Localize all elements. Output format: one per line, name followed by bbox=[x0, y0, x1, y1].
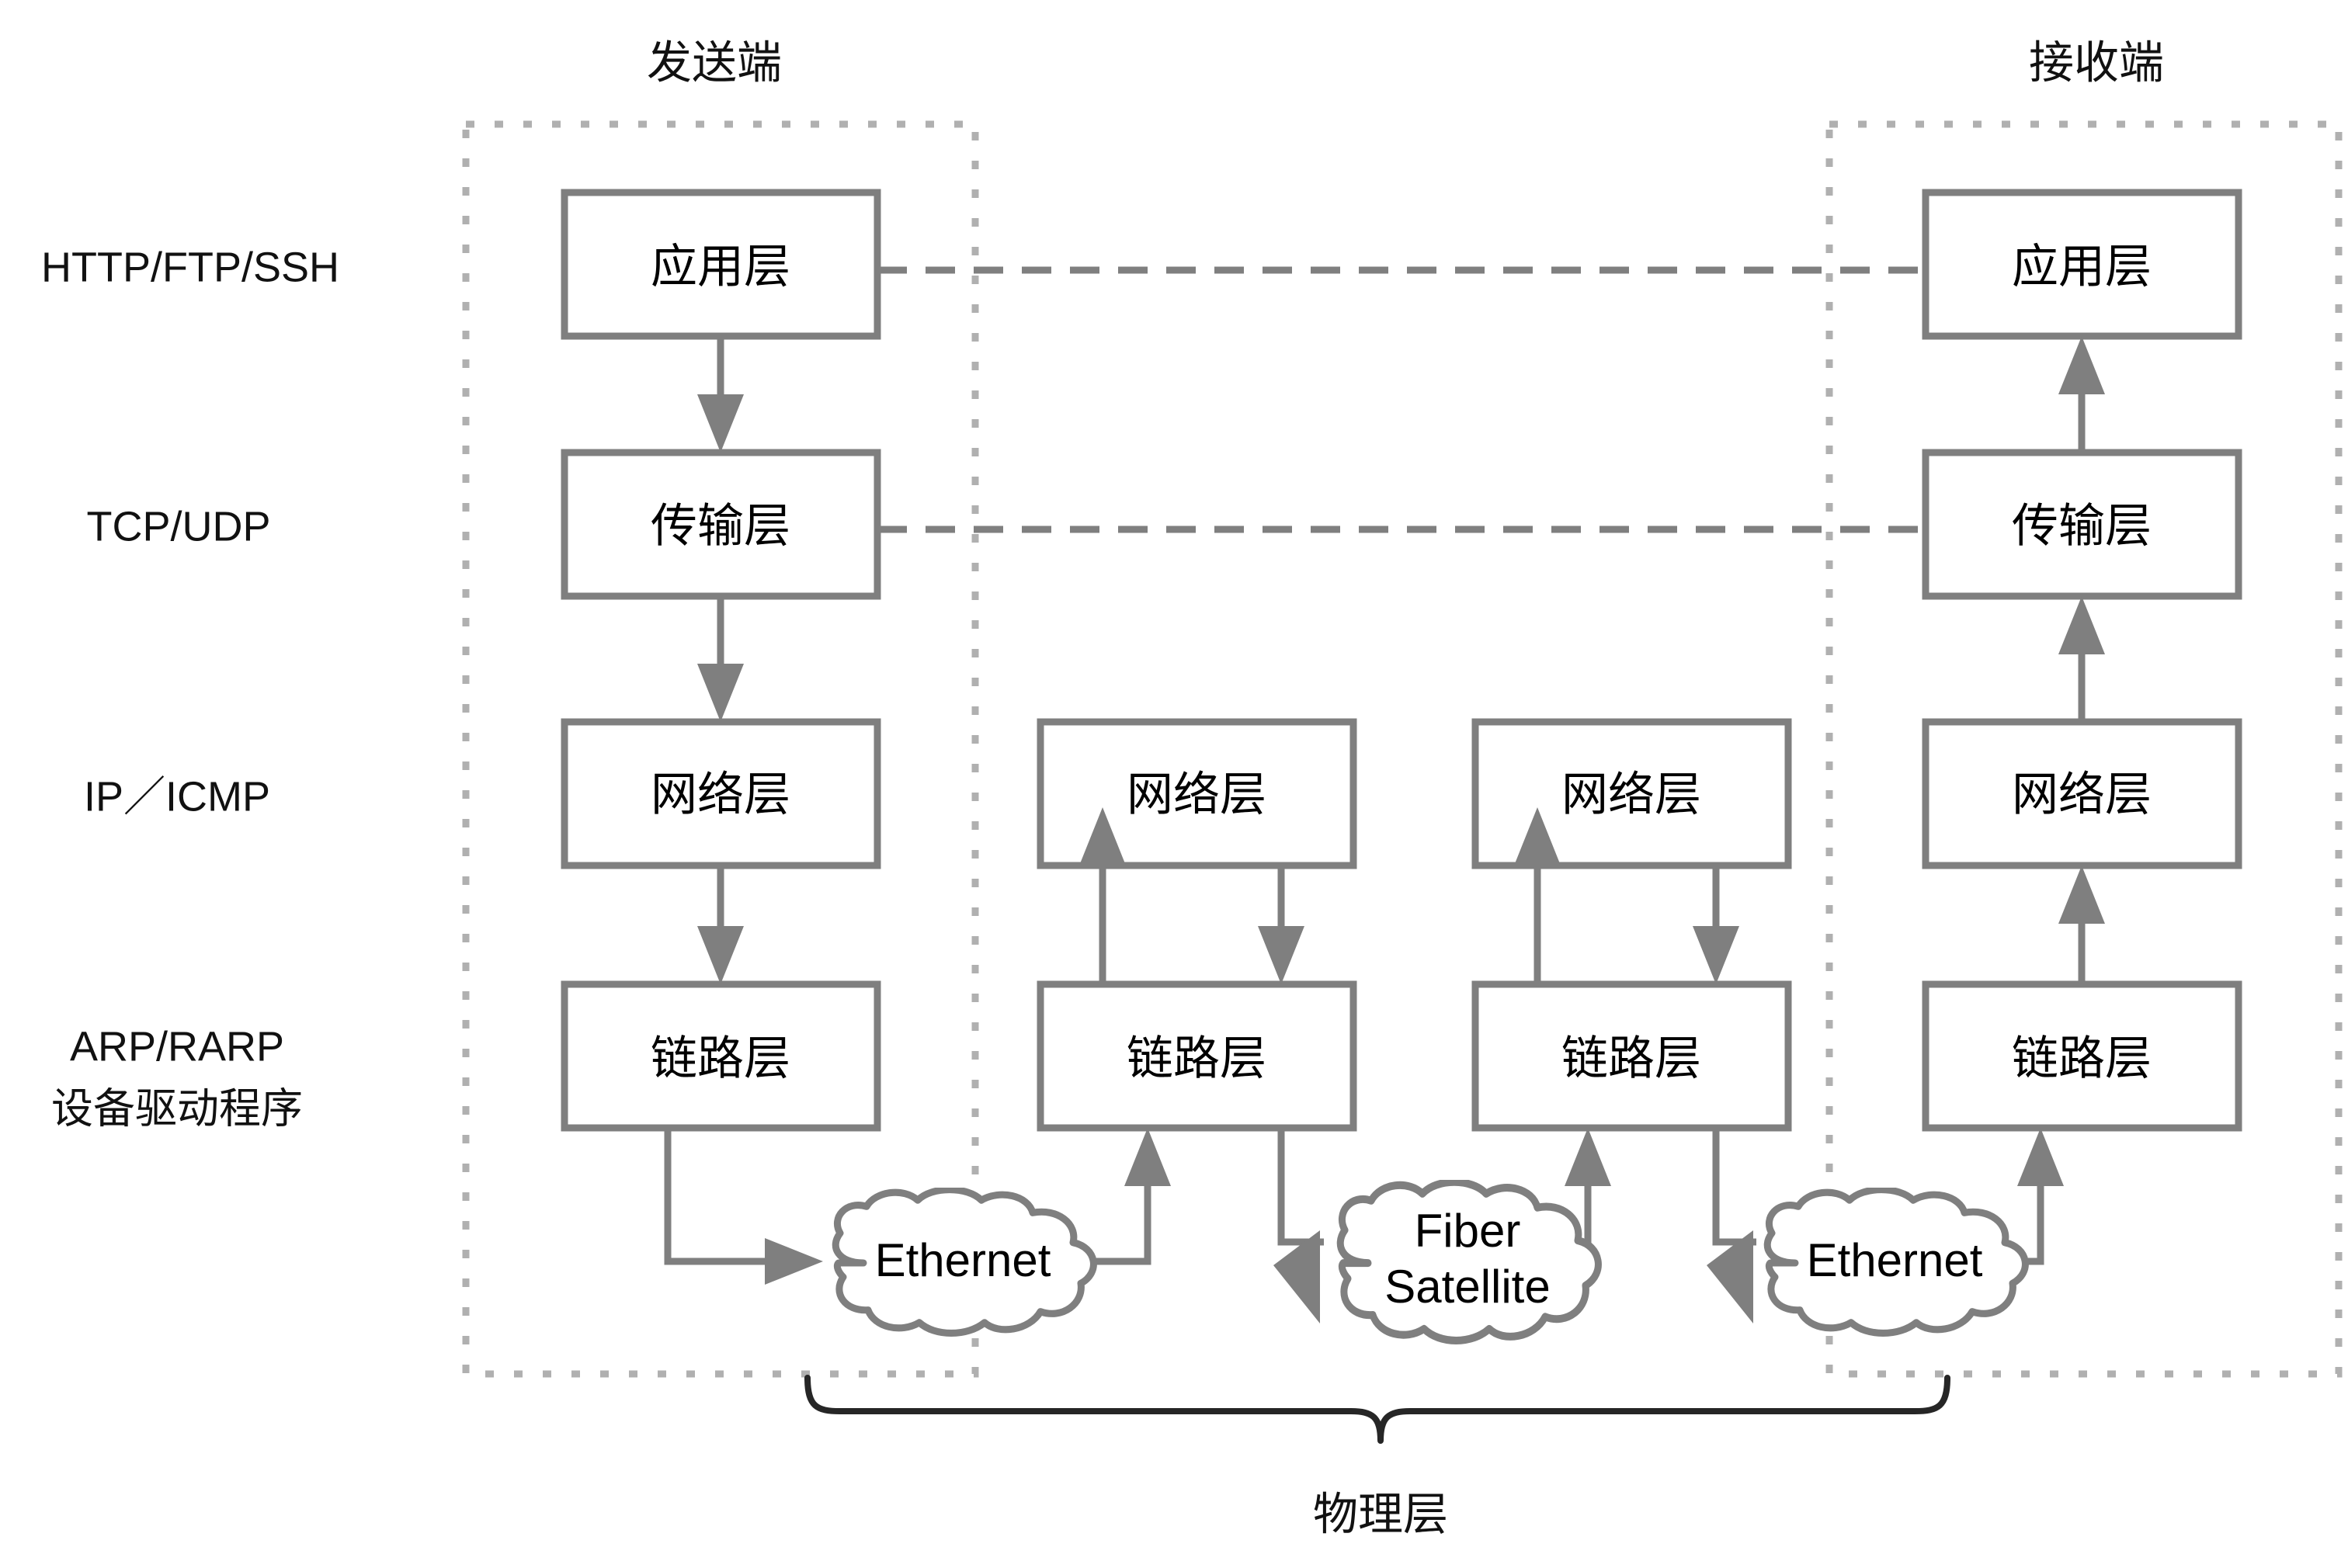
media-cloud-2[interactable]: Fiber Satellite bbox=[1340, 1182, 1598, 1341]
protocol-label-link-line1: ARP/RARP bbox=[70, 1023, 284, 1070]
arrow-router1-link-to-media2 bbox=[1273, 1128, 1324, 1323]
box-receiver-transport[interactable] bbox=[1922, 449, 2242, 600]
media-cloud-2-label-line2: Satellite bbox=[1384, 1261, 1550, 1313]
box-label-sender-link: 链路层 bbox=[651, 1032, 790, 1084]
zone-title-sender: 发送端 bbox=[647, 37, 782, 88]
physical-layer-brace bbox=[804, 1375, 1950, 1444]
box-label-sender-application: 应用层 bbox=[651, 241, 790, 293]
arrow-media1-to-router1-link bbox=[1087, 1128, 1171, 1265]
zone-title-receiver: 接收端 bbox=[2029, 37, 2164, 88]
box-receiver-network[interactable] bbox=[1922, 718, 2242, 869]
protocol-label-application: HTTP/FTP/SSH bbox=[41, 244, 339, 290]
box-receiver-link[interactable] bbox=[1922, 980, 2242, 1132]
box-router2-link[interactable] bbox=[1471, 980, 1792, 1132]
arrow-sender-network-to-link bbox=[697, 866, 744, 984]
box-label-receiver-application: 应用层 bbox=[2012, 241, 2152, 293]
media-cloud-3-label: Ethernet bbox=[1807, 1234, 1983, 1286]
zone-sender-border bbox=[462, 120, 979, 1378]
media-cloud-1[interactable]: Ethernet bbox=[835, 1190, 1093, 1334]
box-sender-link[interactable] bbox=[561, 980, 881, 1132]
box-router1-link[interactable] bbox=[1037, 980, 1357, 1132]
protocol-label-link-line2: 设备驱动程序 bbox=[51, 1085, 303, 1132]
arrow-sender-app-to-transport bbox=[697, 336, 744, 453]
arrow-router1-link-to-network bbox=[1079, 807, 1126, 984]
box-router2-network[interactable] bbox=[1471, 718, 1792, 869]
arrow-sender-transport-to-network bbox=[697, 596, 744, 722]
box-label-router2-link: 链路层 bbox=[1561, 1032, 1701, 1084]
arrow-router2-link-to-network bbox=[1514, 807, 1561, 984]
box-receiver-application[interactable] bbox=[1922, 189, 2242, 340]
stack-sender: 应用层 传输层 网络层 链路层 bbox=[561, 189, 881, 1285]
zone-receiver-border bbox=[1825, 120, 2343, 1378]
media-cloud-1-label: Ethernet bbox=[875, 1234, 1051, 1286]
box-label-router1-network: 网络层 bbox=[1127, 768, 1266, 820]
box-label-sender-network: 网络层 bbox=[651, 768, 790, 820]
protocol-label-transport: TCP/UDP bbox=[86, 503, 270, 550]
protocol-label-network: IP／ICMP bbox=[84, 773, 270, 820]
arrow-receiver-network-to-transport bbox=[2058, 596, 2105, 722]
stack-router-2: 网络层 链路层 bbox=[1471, 718, 1792, 1323]
stack-receiver: 应用层 传输层 网络层 链路层 bbox=[1922, 189, 2242, 1265]
arrow-router1-network-to-link bbox=[1258, 866, 1304, 984]
arrow-receiver-link-to-network bbox=[2058, 866, 2105, 984]
box-label-router2-network: 网络层 bbox=[1561, 768, 1701, 820]
box-label-router1-link: 链路层 bbox=[1127, 1032, 1266, 1084]
physical-layer-label: 物理层 bbox=[1313, 1489, 1448, 1539]
box-label-receiver-network: 网络层 bbox=[2012, 768, 2152, 820]
media-cloud-3[interactable]: Ethernet bbox=[1767, 1190, 2025, 1334]
box-label-sender-transport: 传输层 bbox=[651, 500, 790, 552]
media-cloud-2-label-line1: Fiber bbox=[1415, 1205, 1521, 1257]
arrow-router2-network-to-link bbox=[1693, 866, 1739, 984]
arrow-router2-link-to-media3 bbox=[1707, 1128, 1756, 1323]
stack-router-1: 网络层 链路层 bbox=[1037, 718, 1357, 1323]
arrow-sender-link-to-media1 bbox=[664, 1128, 823, 1285]
box-sender-network[interactable] bbox=[561, 718, 881, 869]
arrow-receiver-transport-to-application bbox=[2058, 336, 2105, 453]
box-label-receiver-transport: 传输层 bbox=[2012, 500, 2152, 552]
box-label-receiver-link: 链路层 bbox=[2012, 1032, 2152, 1084]
